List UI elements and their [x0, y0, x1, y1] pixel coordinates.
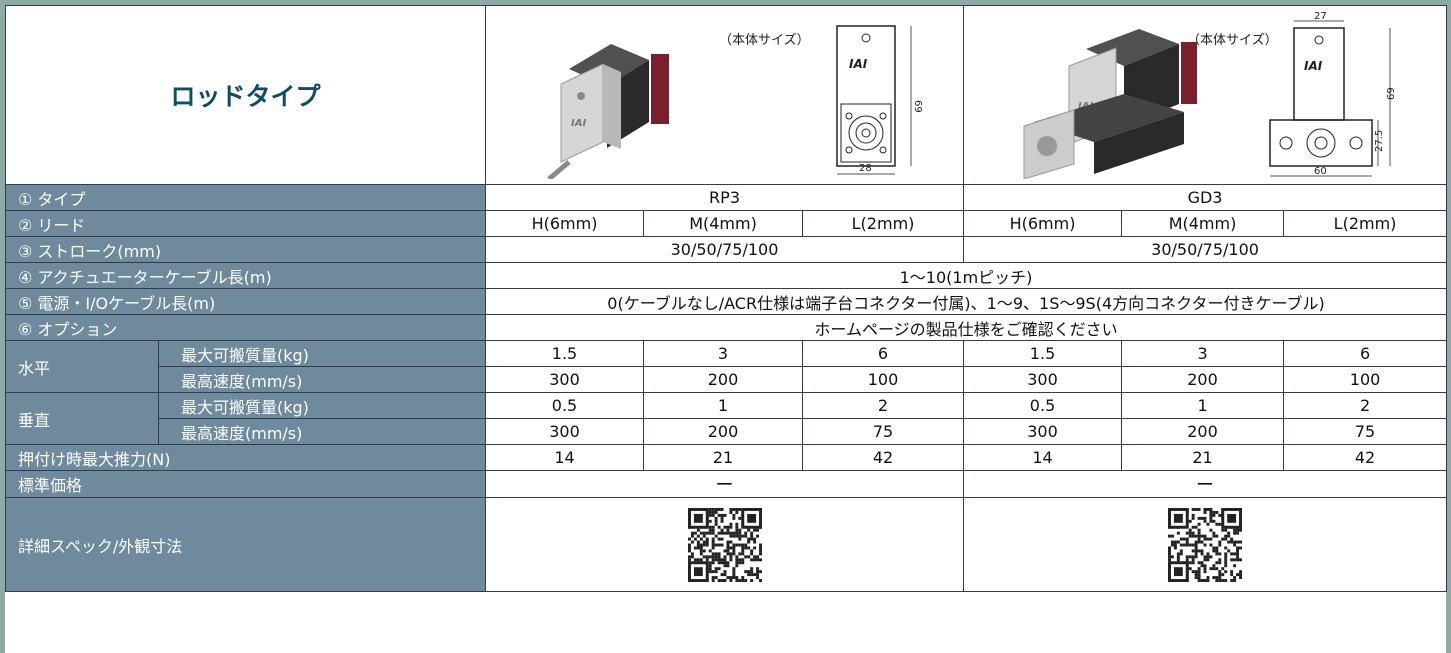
- stroke-rp3: 30/50/75/100: [485, 236, 965, 263]
- row-v-payload: 垂直 最大可搬質量(kg) 0.5 1 2 0.5 1 2: [5, 392, 1448, 445]
- value-cell: 200: [643, 418, 804, 445]
- gd3-width-label: 60: [1314, 166, 1327, 177]
- row-actuator-cable: ④ アクチュエーターケーブル長(m) 1〜10(1mピッチ): [4, 262, 1448, 289]
- qr-code-icon[interactable]: [1168, 507, 1243, 582]
- value-cell: 3: [643, 340, 804, 367]
- row-push-force: 押付け時最大推力(N) 14 21 42 14 21 42: [4, 444, 1448, 471]
- rp3-height-label: 69: [912, 100, 923, 113]
- value-cell: 6: [1283, 340, 1448, 367]
- label-v-speed: 最高速度(mm/s): [157, 418, 487, 445]
- label-lead: ② リード: [4, 210, 487, 237]
- rp3-width-label: 28: [859, 163, 872, 174]
- qr-cell-gd3: [963, 497, 1448, 592]
- value-cell: 300: [963, 418, 1123, 445]
- value-cell: 200: [1121, 366, 1285, 393]
- label-h-speed: 最高速度(mm/s): [157, 366, 487, 393]
- actuator-cable-value: 1〜10(1mピッチ): [485, 262, 1448, 289]
- rp3-size-note: （本体サイズ）: [719, 33, 810, 48]
- value-cell: 0.5: [963, 392, 1123, 419]
- value-cell: 1: [643, 392, 804, 419]
- row-v-speed: 最高速度(mm/s) 300 200 75 300 200 75: [6, 418, 1448, 445]
- label-power-cable: ⑤ 電源・I/Oケーブル長(m): [4, 288, 487, 315]
- value-cell: 1.5: [485, 340, 645, 367]
- value-cell: 3: [1121, 340, 1285, 367]
- spec-table-container: ロッドタイプ IAI （本体サイズ） IAI: [4, 5, 1448, 653]
- page-title: ロッドタイプ: [4, 5, 487, 185]
- lead-cell: M(4mm): [1121, 210, 1285, 237]
- gd3-product-image: IAI: [1023, 29, 1198, 179]
- value-cell: 42: [1283, 444, 1448, 471]
- rp3-product-image: IAI: [547, 44, 670, 179]
- row-stroke: ③ ストローク(mm) 30/50/75/100 30/50/75/100: [4, 236, 1448, 263]
- gd3-image-cell: IAI （本体サイズ） IAI 27 69: [963, 5, 1448, 185]
- row-option: ⑥ オプション ホームページの製品仕様をご確認ください: [4, 314, 1448, 341]
- lead-cell: H(6mm): [485, 210, 645, 237]
- gd3-drawing-logo: IAI: [1304, 59, 1323, 73]
- rp3-image-cell: IAI （本体サイズ） IAI 69 28: [485, 5, 965, 185]
- lead-cell: L(2mm): [802, 210, 965, 237]
- gd3-top-label: 27: [1314, 11, 1327, 22]
- label-push-force: 押付け時最大推力(N): [4, 444, 487, 471]
- spec-table: ロッドタイプ IAI （本体サイズ） IAI: [4, 5, 1448, 592]
- value-cell: 200: [643, 366, 804, 393]
- label-v-payload: 最大可搬質量(kg): [157, 392, 487, 419]
- value-cell: 100: [802, 366, 965, 393]
- label-actuator-cable: ④ アクチュエーターケーブル長(m): [4, 262, 487, 289]
- rp3-logo-text: IAI: [571, 118, 586, 129]
- row-type: ① タイプ RP3 GD3: [4, 184, 1448, 211]
- value-cell: 2: [1283, 392, 1448, 419]
- label-stroke: ③ ストローク(mm): [4, 236, 487, 263]
- price-gd3: ー: [963, 470, 1448, 498]
- value-cell: 300: [485, 418, 645, 445]
- gd3-mid-label: 27.5: [1374, 130, 1385, 152]
- value-cell: 1.5: [963, 340, 1123, 367]
- value-cell: 14: [485, 444, 645, 471]
- value-cell: 75: [802, 418, 965, 445]
- label-h-payload: 最大可搬質量(kg): [157, 340, 487, 367]
- header-row: ロッドタイプ IAI （本体サイズ） IAI: [4, 5, 1448, 185]
- model-rp3: RP3: [485, 184, 965, 211]
- qr-code-icon[interactable]: [687, 507, 762, 582]
- value-cell: 300: [485, 366, 645, 393]
- row-lead: ② リード H(6mm) M(4mm) L(2mm) H(6mm) M(4mm)…: [4, 210, 1448, 237]
- power-cable-value: 0(ケーブルなし/ACR仕様は端子台コネクター付属)、1〜9、1S〜9S(4方向…: [485, 288, 1448, 315]
- lead-cell: M(4mm): [643, 210, 804, 237]
- label-spec: 詳細スペック/外観寸法: [4, 497, 487, 592]
- row-spec: 詳細スペック/外観寸法: [4, 497, 1448, 592]
- label-horizontal: 水平: [5, 340, 159, 393]
- lead-cell: H(6mm): [963, 210, 1123, 237]
- value-cell: 21: [1121, 444, 1285, 471]
- gd3-size-note: （本体サイズ）: [1187, 33, 1278, 48]
- value-cell: 0.5: [485, 392, 645, 419]
- value-cell: 100: [1283, 366, 1448, 393]
- price-rp3: ー: [485, 470, 965, 498]
- label-price: 標準価格: [4, 470, 487, 498]
- value-cell: 21: [643, 444, 804, 471]
- value-cell: 14: [963, 444, 1123, 471]
- lead-cell: L(2mm): [1283, 210, 1448, 237]
- model-gd3: GD3: [963, 184, 1448, 211]
- row-power-cable: ⑤ 電源・I/Oケーブル長(m) 0(ケーブルなし/ACR仕様は端子台コネクター…: [4, 288, 1448, 315]
- value-cell: 200: [1121, 418, 1285, 445]
- qr-cell-rp3: [485, 497, 965, 592]
- rp3-dimension-drawing: IAI 69 28: [836, 25, 923, 175]
- row-price: 標準価格 ー ー: [4, 470, 1448, 498]
- label-vertical: 垂直: [5, 392, 159, 445]
- gd3-height-label: 69: [1386, 87, 1397, 100]
- value-cell: 75: [1283, 418, 1448, 445]
- value-cell: 1: [1121, 392, 1285, 419]
- row-h-speed: 最高速度(mm/s) 300 200 100 300 200 100: [6, 366, 1448, 393]
- value-cell: 2: [802, 392, 965, 419]
- value-cell: 300: [963, 366, 1123, 393]
- option-value: ホームページの製品仕様をご確認ください: [485, 314, 1448, 341]
- value-cell: 6: [802, 340, 965, 367]
- label-type: ① タイプ: [4, 184, 487, 211]
- value-cell: 42: [802, 444, 965, 471]
- stroke-gd3: 30/50/75/100: [963, 236, 1448, 263]
- gd3-dimension-drawing: IAI 27 69 27.5 60: [1269, 11, 1397, 177]
- label-option: ⑥ オプション: [4, 314, 487, 341]
- row-h-payload: 水平 最大可搬質量(kg) 1.5 3 6 1.5 3 6: [5, 340, 1448, 393]
- rp3-drawing-logo: IAI: [849, 57, 868, 71]
